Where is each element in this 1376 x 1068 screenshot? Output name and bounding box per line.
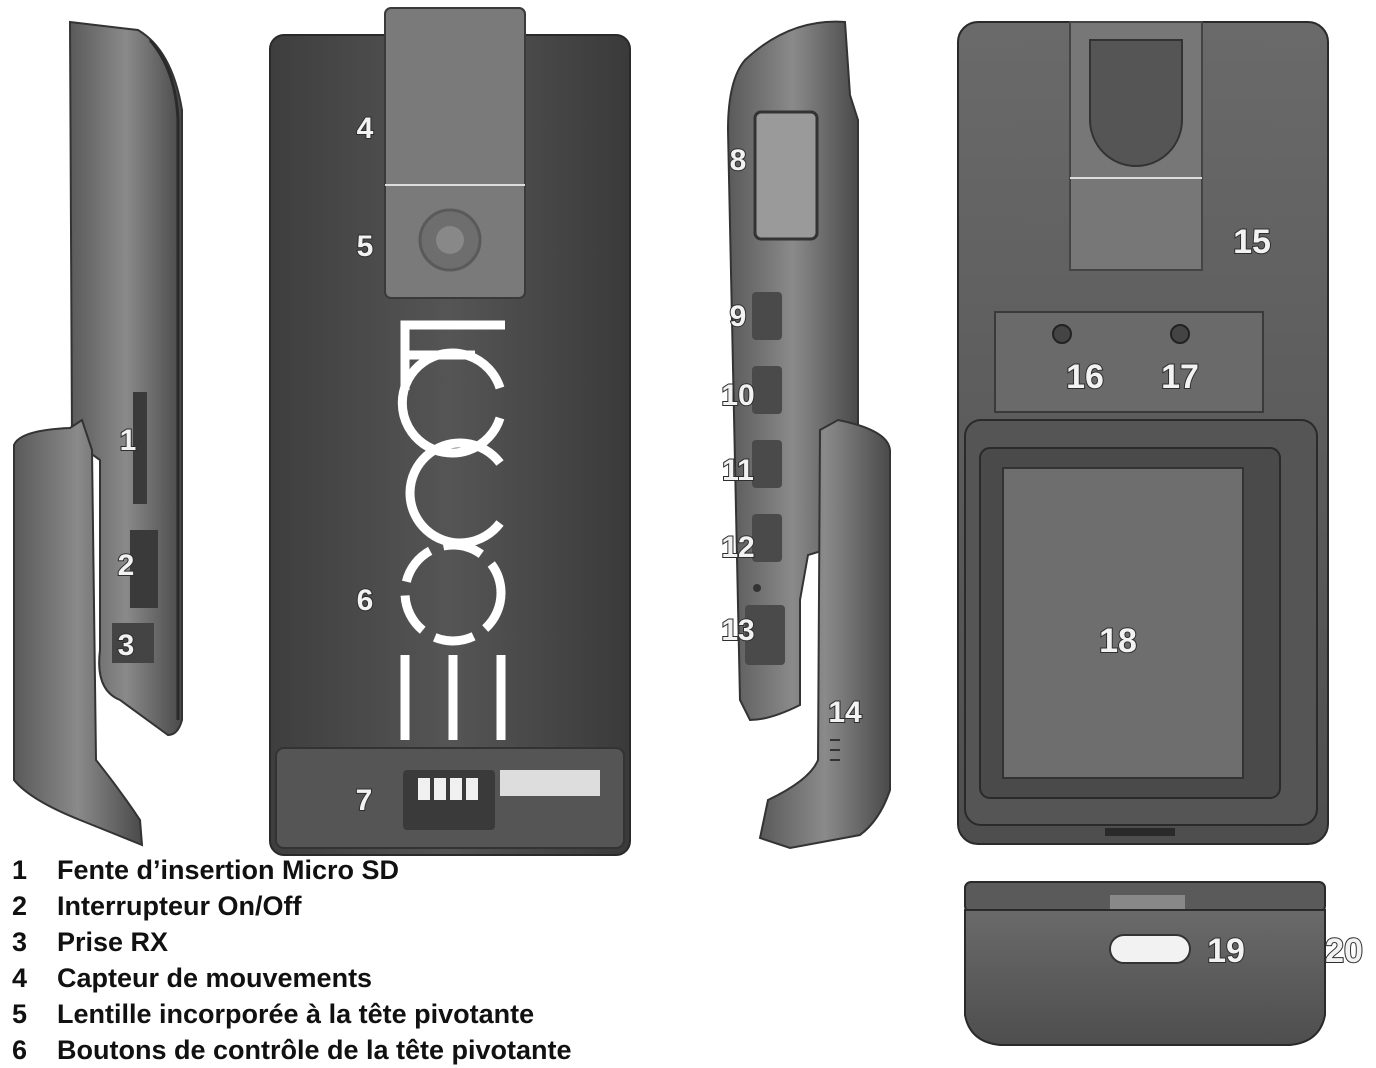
vent-14 [830,739,840,761]
callout-15: 15 [1233,223,1271,261]
legend-number: 2 [12,891,28,921]
connector-port [403,770,495,830]
rx-socket [112,623,154,663]
front-body-view [269,7,631,856]
motion-sensor-head [384,7,526,299]
callout-20: 20 [1325,932,1363,970]
fcoe-logo [397,320,506,740]
callout-16: 16 [1066,358,1104,396]
callout-12: 12 [721,531,754,564]
callout-6: 6 [357,584,374,617]
legend-item: 4 Capteur de mouvements [12,960,572,996]
callout-18: 18 [1099,622,1137,660]
port-19 [1109,934,1191,964]
callout-14: 14 [828,696,862,729]
screw-17 [1170,324,1190,344]
callout-5: 5 [357,230,374,263]
battery-compartment [1002,467,1244,779]
legend-text: Fente d’insertion Micro SD [57,855,400,885]
legend-text: Interrupteur On/Off [57,891,302,921]
legend-item: 5 Lentille incorporée à la tête pivotante [12,996,572,1032]
legend-text: Lentille incorporée à la tête pivotante [57,999,535,1029]
on-off-switch [130,530,158,608]
legend-text: Boutons de contrôle de la tête pivotante [57,1035,572,1065]
bottom-view [964,881,1326,1046]
callout-10: 10 [721,379,754,412]
callout-17: 17 [1161,358,1199,396]
callout-8: 8 [730,144,747,177]
legend-number: 1 [12,855,28,885]
legend-item: 6 Boutons de contrôle de la tête pivotant… [12,1032,572,1068]
button-11 [752,440,782,488]
left-side-view [13,20,183,847]
callout-11: 11 [722,454,754,487]
legend-number: 6 [12,1035,28,1065]
legend-item: 3 Prise RX [12,924,572,960]
callout-2: 2 [118,549,135,582]
button-13 [745,605,785,665]
callout-4: 4 [357,112,374,145]
legend-number: 5 [12,999,28,1029]
button-9 [752,292,782,340]
right-side-view [726,20,891,850]
callout-7: 7 [356,784,373,817]
button-12 [752,514,782,562]
callout-9: 9 [730,300,747,333]
legend-text: Prise RX [57,927,169,957]
callout-1: 1 [120,424,137,457]
screw-16 [1052,324,1072,344]
callout-13: 13 [721,614,754,647]
micro-sd-slot [133,392,147,504]
legend-number: 3 [12,927,28,957]
legend-list: 1 Fente d’insertion Micro SD 2 Interrupteu… [12,852,572,1068]
button-8 [753,110,819,241]
legend-number: 4 [12,963,28,993]
callout-3: 3 [118,629,135,662]
callout-19: 19 [1207,932,1245,970]
legend-text: Capteur de mouvements [57,963,373,993]
button-10 [752,366,782,414]
legend-item: 1 Fente d’insertion Micro SD [12,852,572,888]
back-view [957,21,1329,845]
legend-item: 2 Interrupteur On/Off [12,888,572,924]
